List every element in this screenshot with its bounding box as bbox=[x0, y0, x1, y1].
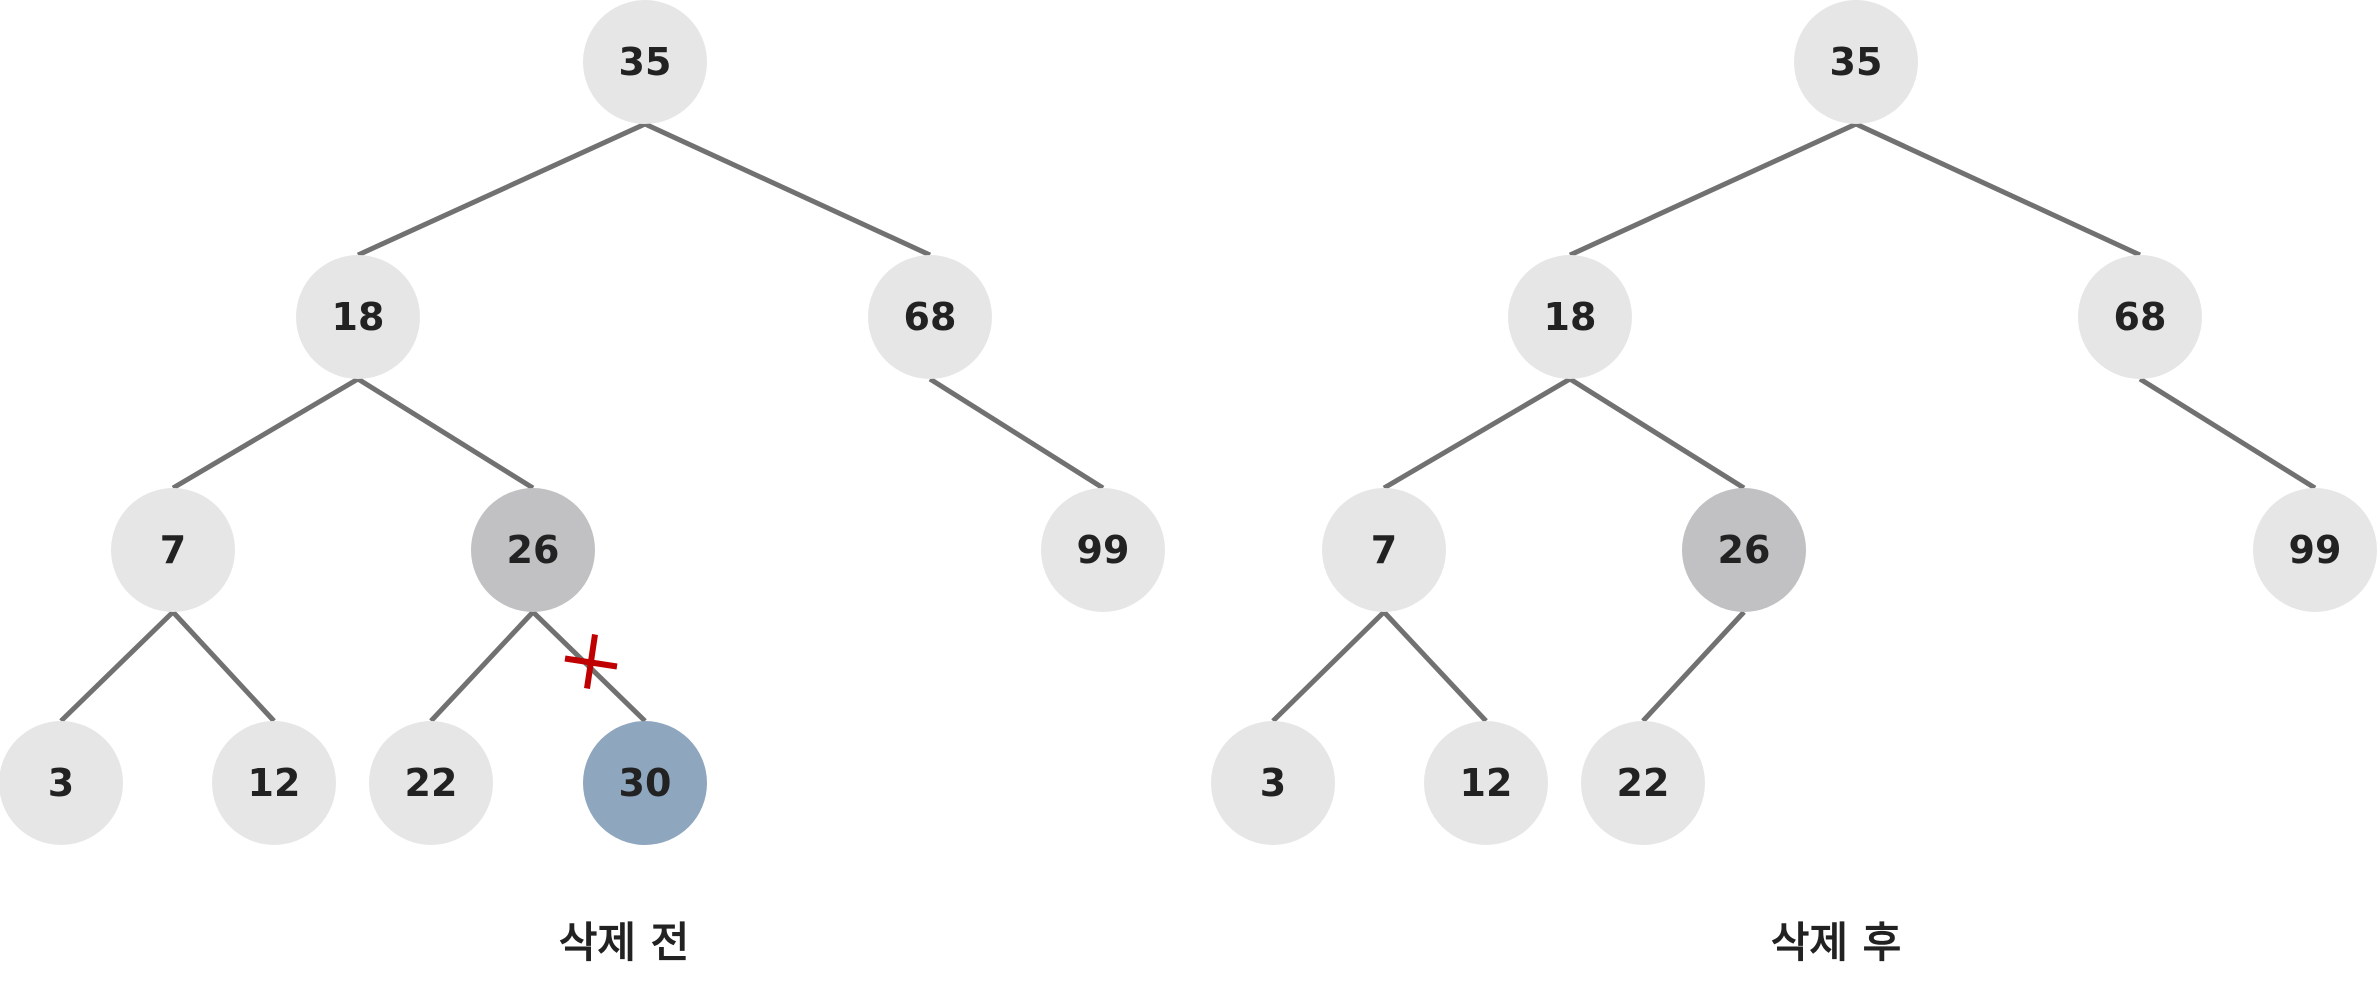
node-label: 3 bbox=[1260, 761, 1286, 805]
tree-node-68: 68 bbox=[868, 255, 992, 379]
node-circle bbox=[111, 488, 235, 612]
edge-35-18 bbox=[356, 121, 647, 258]
edge-7-3 bbox=[59, 610, 175, 723]
tree-node-18: 18 bbox=[1508, 255, 1632, 379]
edge-26-22 bbox=[429, 610, 535, 723]
tree-node-3: 3 bbox=[0, 721, 123, 845]
node-label: 18 bbox=[1544, 295, 1597, 339]
edge-7-12 bbox=[1382, 610, 1488, 723]
tree-node-35: 35 bbox=[1794, 0, 1918, 124]
tree-before-edges bbox=[59, 121, 1105, 723]
tree-node-7: 7 bbox=[1322, 488, 1446, 612]
tree-node-30: 30 bbox=[583, 721, 707, 845]
edge-68-99 bbox=[928, 376, 1105, 491]
node-circle bbox=[1424, 721, 1548, 845]
tree-after-deletion: 35 18 68 7 26 99 3 12 22 삭제 후 bbox=[1211, 0, 2377, 967]
tree-node-26: 26 bbox=[471, 488, 595, 612]
tree-node-22: 22 bbox=[369, 721, 493, 845]
node-label: 12 bbox=[248, 761, 301, 805]
tree-node-7: 7 bbox=[111, 488, 235, 612]
node-label: 68 bbox=[904, 295, 957, 339]
edge-18-26 bbox=[1568, 376, 1746, 491]
node-circle bbox=[369, 721, 493, 845]
node-circle bbox=[1581, 721, 1705, 845]
node-circle bbox=[1794, 0, 1918, 124]
node-circle bbox=[1211, 721, 1335, 845]
node-circle bbox=[583, 721, 707, 845]
tree-node-12: 12 bbox=[1424, 721, 1548, 845]
tree-node-18: 18 bbox=[296, 255, 420, 379]
tree-node-99: 99 bbox=[2253, 488, 2377, 612]
edge-35-68 bbox=[1854, 121, 2142, 258]
tree-after-edges bbox=[1271, 121, 2317, 723]
edge-35-68 bbox=[643, 121, 932, 258]
edge-35-18 bbox=[1568, 121, 1858, 258]
node-circle bbox=[1322, 488, 1446, 612]
node-label: 30 bbox=[619, 761, 672, 805]
node-circle bbox=[0, 721, 123, 845]
node-circle bbox=[2078, 255, 2202, 379]
node-circle bbox=[1041, 488, 1165, 612]
tree-node-99: 99 bbox=[1041, 488, 1165, 612]
node-circle bbox=[471, 488, 595, 612]
tree-node-68: 68 bbox=[2078, 255, 2202, 379]
node-circle bbox=[583, 0, 707, 124]
tree-node-26: 26 bbox=[1682, 488, 1806, 612]
edge-68-99 bbox=[2138, 376, 2317, 491]
edge-7-12 bbox=[171, 610, 276, 723]
cut-mark-stroke bbox=[584, 634, 598, 689]
tree-after-nodes: 35 18 68 7 26 99 3 12 22 bbox=[1211, 0, 2377, 845]
caption-after-deletion: 삭제 후 bbox=[1771, 918, 1902, 967]
tree-node-3: 3 bbox=[1211, 721, 1335, 845]
edge-7-3 bbox=[1271, 610, 1386, 723]
node-circle bbox=[1682, 488, 1806, 612]
edge-18-26 bbox=[356, 376, 535, 491]
node-label: 22 bbox=[405, 761, 458, 805]
node-label: 99 bbox=[1077, 528, 1130, 572]
tree-node-35: 35 bbox=[583, 0, 707, 124]
node-label: 3 bbox=[48, 761, 74, 805]
node-circle bbox=[1508, 255, 1632, 379]
tree-before-nodes: 35 18 68 7 26 99 3 12 22 30 bbox=[0, 0, 1165, 845]
cut-mark-icon bbox=[564, 634, 618, 689]
node-label: 26 bbox=[507, 528, 560, 572]
node-label: 7 bbox=[160, 528, 186, 572]
edge-18-7 bbox=[171, 376, 360, 491]
node-circle bbox=[296, 255, 420, 379]
tree-node-22: 22 bbox=[1581, 721, 1705, 845]
node-circle bbox=[2253, 488, 2377, 612]
tree-node-12: 12 bbox=[212, 721, 336, 845]
node-label: 18 bbox=[332, 295, 385, 339]
node-label: 12 bbox=[1460, 761, 1513, 805]
tree-before-deletion: 35 18 68 7 26 99 3 12 22 30 삭제 전 bbox=[0, 0, 1165, 967]
caption-before-deletion: 삭제 전 bbox=[559, 918, 690, 967]
node-label: 35 bbox=[1830, 40, 1883, 84]
tree-before-marks bbox=[564, 634, 618, 689]
node-circle bbox=[212, 721, 336, 845]
node-circle bbox=[868, 255, 992, 379]
node-label: 22 bbox=[1617, 761, 1670, 805]
node-label: 35 bbox=[619, 40, 672, 84]
node-label: 99 bbox=[2289, 528, 2342, 572]
edge-18-7 bbox=[1382, 376, 1572, 491]
node-label: 7 bbox=[1371, 528, 1397, 572]
node-label: 68 bbox=[2114, 295, 2167, 339]
node-label: 26 bbox=[1718, 528, 1771, 572]
edge-26-22 bbox=[1641, 610, 1746, 723]
